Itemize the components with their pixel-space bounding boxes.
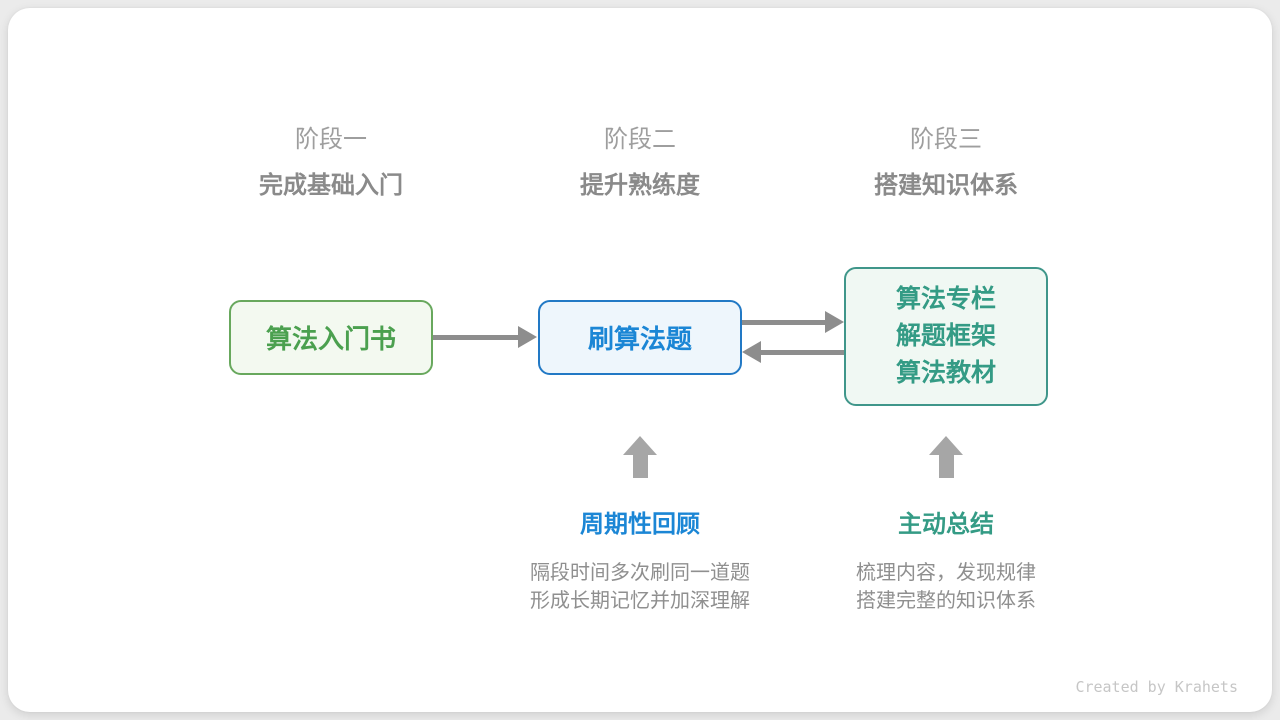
- box-knowledge-line-3: 算法教材: [895, 359, 996, 387]
- arrow-up-stem: [938, 455, 954, 478]
- diagram-card: 阶段一 阶段二 阶段三 完成基础入门 提升熟练度 搭建知识体系 算法入门书 刷算…: [8, 8, 1272, 712]
- stage3-label: 阶段三: [910, 126, 982, 153]
- annotation-active-summary-title: 主动总结: [898, 511, 994, 538]
- arrow-shaft: [433, 334, 518, 340]
- stage1-title: 完成基础入门: [259, 172, 403, 199]
- arrow-shaft: [761, 349, 844, 355]
- arrow-up-head: [929, 436, 963, 455]
- arrow-up-head: [623, 436, 657, 455]
- box-knowledge-line-1: 算法专栏: [895, 285, 996, 313]
- annotation-active-summary-desc: 梳理内容，发现规律 搭建完整的知识体系: [856, 559, 1036, 615]
- annotation-desc-line: 搭建完整的知识体系: [856, 590, 1036, 612]
- box-practice-problems: 刷算法题: [538, 300, 742, 375]
- annotation-desc-line: 隔段时间多次刷同一道题: [530, 562, 750, 584]
- arrow-right-icon: [433, 326, 537, 348]
- arrow-head-left-icon: [742, 341, 761, 363]
- arrow-right-icon: [742, 311, 844, 333]
- box-intro-book: 算法入门书: [229, 300, 433, 375]
- box-knowledge-sources: 算法专栏 解题框架 算法教材: [844, 267, 1048, 406]
- arrow-left-icon: [742, 341, 844, 363]
- annotation-periodic-review-title: 周期性回顾: [580, 511, 700, 538]
- annotation-desc-line: 梳理内容，发现规律: [856, 562, 1036, 584]
- arrow-up-stem: [632, 455, 648, 478]
- annotation-desc-line: 形成长期记忆并加深理解: [530, 590, 750, 612]
- arrow-head-right-icon: [518, 326, 537, 348]
- stage1-label: 阶段一: [295, 126, 367, 153]
- stage2-title: 提升熟练度: [580, 172, 700, 199]
- box-practice-problems-label: 刷算法题: [587, 324, 692, 354]
- stage3-title: 搭建知识体系: [874, 172, 1018, 199]
- arrow-up-icon: [623, 436, 657, 478]
- arrow-shaft: [742, 319, 825, 325]
- arrow-head-right-icon: [825, 311, 844, 333]
- annotation-periodic-review-desc: 隔段时间多次刷同一道题 形成长期记忆并加深理解: [530, 559, 750, 615]
- box-knowledge-line-2: 解题框架: [895, 322, 996, 350]
- box-intro-book-label: 算法入门书: [265, 324, 396, 354]
- credit-text: Created by Krahets: [1075, 678, 1238, 696]
- arrow-up-icon: [929, 436, 963, 478]
- stage2-label: 阶段二: [604, 126, 676, 153]
